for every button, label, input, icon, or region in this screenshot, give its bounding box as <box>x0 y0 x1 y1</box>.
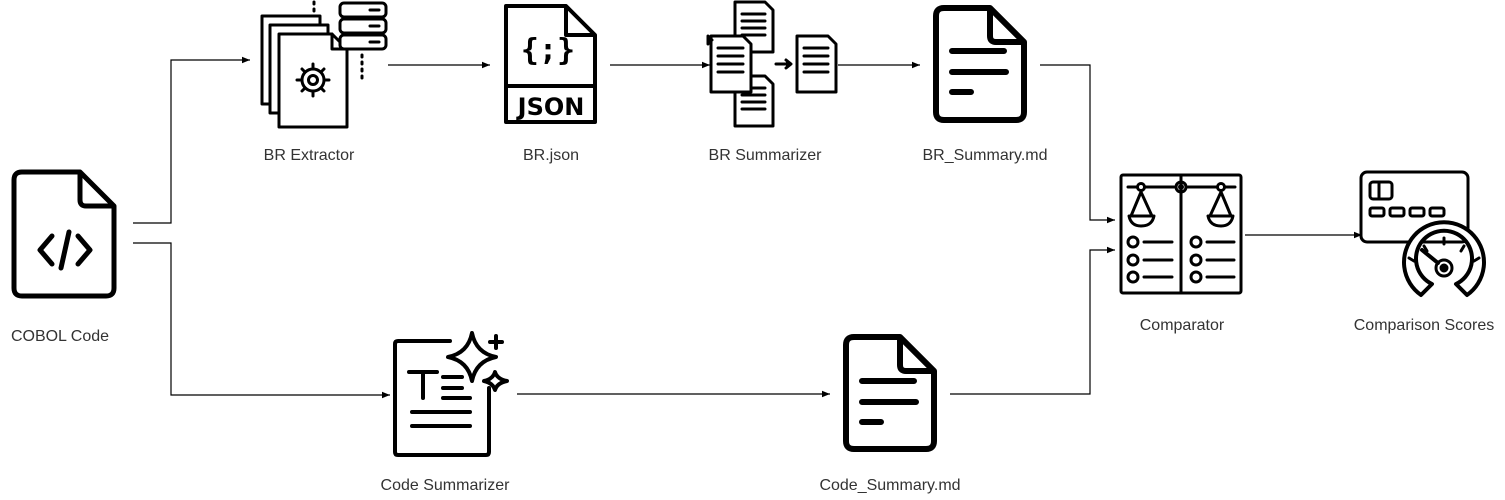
node-cobol-code: COBOL Code <box>11 169 117 345</box>
node-code-summarizer: Code Summarizer <box>381 331 511 494</box>
node-br-json: {;} JSON BR.json <box>504 4 597 164</box>
node-label: BR Extractor <box>264 147 355 164</box>
database-icon <box>338 1 388 51</box>
node-label: Code_Summary.md <box>819 477 960 494</box>
node-label: BR_Summary.md <box>922 147 1047 164</box>
gear-documents-database-icon <box>260 0 388 129</box>
edge-cobol-to-code-summarizer <box>133 242 390 399</box>
node-label: Comparator <box>1140 317 1225 334</box>
ai-sparkle-text-icon <box>393 331 509 457</box>
edge-br-summary-to-comparator <box>1040 64 1115 224</box>
node-comparator: Comparator <box>1119 173 1243 334</box>
node-label: COBOL Code <box>11 328 109 345</box>
text-document-icon <box>933 5 1027 123</box>
node-label: BR Summarizer <box>709 147 823 164</box>
node-br-extractor: BR Extractor <box>260 0 388 164</box>
json-file-icon <box>504 4 597 124</box>
edges <box>133 56 1362 399</box>
node-label: Code Summarizer <box>381 477 511 494</box>
node-label: BR.json <box>523 147 579 164</box>
edge-cobol-to-br-extractor <box>133 56 250 224</box>
edge-code-summary-to-comparator <box>950 246 1115 395</box>
balance-scale-checklist-icon <box>1119 173 1243 295</box>
gear-icon <box>295 62 331 98</box>
node-label: Comparison Scores <box>1354 317 1495 334</box>
node-comparison-scores: Comparison Scores <box>1354 170 1495 334</box>
code-file-icon <box>11 169 117 299</box>
text-document-icon <box>843 334 937 452</box>
node-br-summary: BR_Summary.md <box>922 5 1048 164</box>
sparkle-icon <box>446 331 498 383</box>
json-icon-text: JSON <box>516 93 585 121</box>
node-br-summarizer: BR Summarizer <box>706 0 838 164</box>
documents-merge-icon <box>706 0 838 128</box>
node-code-summary: Code_Summary.md <box>819 334 961 494</box>
json-brace-text: {;} <box>521 33 575 68</box>
card-gauge-icon <box>1359 170 1486 297</box>
